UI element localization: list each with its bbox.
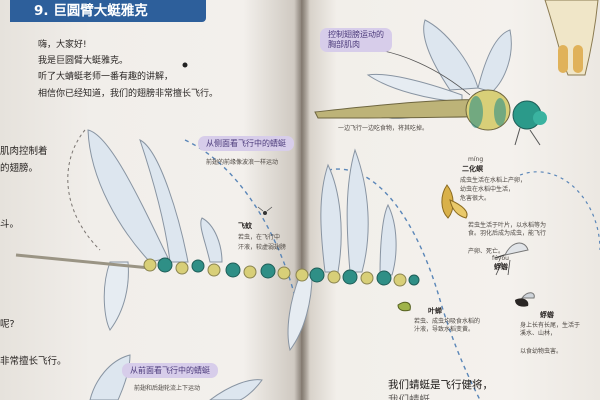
mayfly-name: 蜉蝣 [540, 311, 554, 319]
side-view-caption: 前翅的前缘像波浪一样运动 [206, 159, 279, 166]
intro-line-3: 听了大蜻蜓老师一番有趣的讲解， [38, 72, 174, 82]
mosquito-name-pinyin: míng [468, 156, 484, 163]
intro-line-1: 嗨，大家好! [38, 40, 87, 50]
left-page [0, 0, 304, 400]
moth-illustration [441, 184, 468, 219]
insect-name-pinyin: fúyóu [492, 255, 509, 262]
muscle-label-line-2: 胸部肌肉 [328, 40, 360, 49]
flight-label: 飞蚊 [238, 222, 252, 230]
insect-text-2: 产卵、死亡。 [468, 248, 505, 255]
front-view-label: 从前面看飞行中的蜻蜓 [122, 363, 218, 378]
small-mark [182, 62, 188, 68]
mosquito-text-3: 危害很大。 [460, 195, 491, 202]
front-view-caption: 前翅和后翅轮流上下运动 [134, 385, 201, 392]
side-view-dragonfly [87, 129, 223, 331]
insect-name: 蜉蝣 [494, 263, 508, 271]
wing-path-dashes-upper [67, 129, 101, 251]
leafhopper-text: 若虫、成虫均吸食水稻的汁液，导致水稻变黄。 [414, 318, 481, 333]
insect-text-1: 若虫生活于叶片，以水稻等为食。羽化后成为成虫，能飞行 [468, 222, 547, 237]
mayfly-text-2: 以食幼物虫害。 [520, 348, 563, 355]
leafhopper-name: 叶蝉 [428, 307, 442, 315]
bottom-line-cut: 我们蜻蜓…… [388, 394, 451, 400]
front-view-wing-partial [89, 354, 131, 400]
sequence-dragonfly-wings [287, 148, 397, 352]
butterfly-wing-illustration [544, 0, 599, 76]
wasp-illustration [515, 292, 535, 307]
mayfly-text-1: 身上长有长尾，生活于溪水、山林， [520, 322, 581, 337]
side-view-label: 从侧面看飞行中的蜻蜓 [198, 136, 294, 151]
flight-text-1: 若虫，在飞行中 [238, 234, 281, 241]
dragonfly-caption: 一边飞行一边吃食物，将其吃掉。 [338, 125, 429, 132]
side-view-dragonfly-body [15, 253, 291, 280]
leafhopper-illustration [397, 301, 411, 312]
wing-path-dashes-left [184, 139, 301, 321]
intro-line-4: 相信你已经知道，我们的翅膀非常擅长飞行。 [38, 89, 219, 99]
margin-fragment-5: 非常擅长飞行。 [0, 356, 67, 367]
small-fly-illustration [257, 206, 273, 215]
intro-line-2: 我是巨圆臂大蜓雅克。 [38, 56, 129, 66]
margin-fragment-4: 呢? [0, 319, 15, 330]
sequence-dragonfly-body [295, 267, 420, 287]
margin-fragment-3: 斗。 [0, 219, 20, 230]
front-view-wing-partial-2 [209, 379, 263, 400]
mosquito-text-1: 成虫生活在水稻上产卵， [460, 177, 527, 184]
flight-text-2: 汗液，较虚弱翅膀 [238, 244, 287, 251]
page-title: 9. 巨圆臂大蜓雅克 [10, 0, 206, 22]
bottom-line: 我们蜻蜓是飞行健将， [388, 379, 493, 391]
margin-fragment-2: 的翅膀。 [0, 163, 39, 174]
mosquito-text-2: 幼虫在水稻中生活， [460, 186, 515, 193]
wing-path-dashes-right [327, 168, 481, 400]
muscle-label-line-1: 控制翅膀运动的 [328, 30, 384, 39]
mosquito-illustration [494, 242, 529, 276]
wing-path-dashes-far [519, 171, 600, 251]
margin-fragment-1: 肌肉控制着 [0, 146, 48, 157]
muscle-label: 控制翅膀运动的 胸部肌肉 [320, 28, 392, 52]
dragonfly-illustration [314, 19, 547, 146]
mosquito-name: 二化螟 [462, 165, 483, 173]
